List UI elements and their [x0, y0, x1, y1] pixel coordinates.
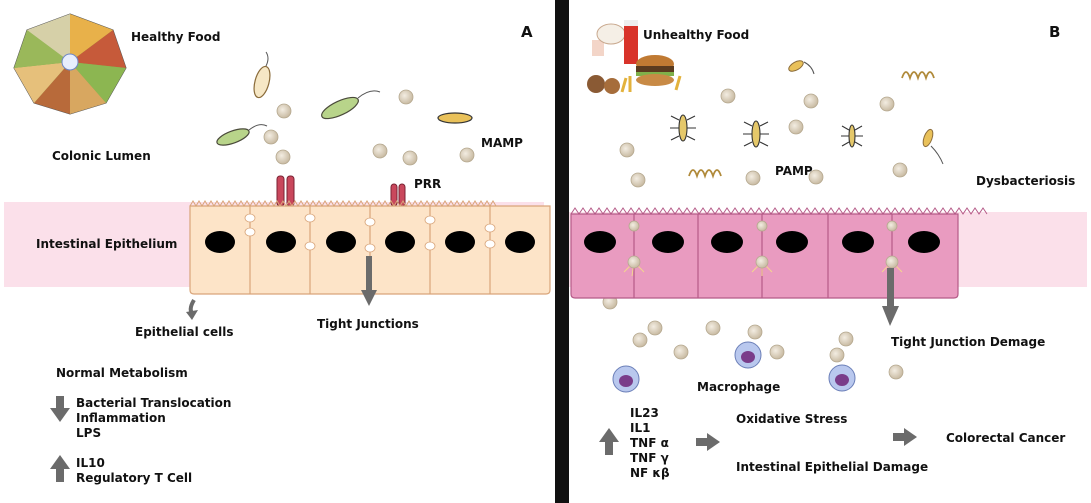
right-arrow-1-icon [696, 433, 720, 451]
mamp-label: MAMP [481, 136, 523, 150]
cytokine-item: IL23 [630, 406, 659, 420]
macrophage-label: Macrophage [697, 380, 781, 394]
bacterium-2 [216, 124, 268, 146]
increased-list: IL10 Regulatory T Cell [76, 456, 192, 486]
pathogen-spiral [688, 71, 935, 179]
panel-divider [555, 0, 569, 503]
bacterium-4 [437, 112, 473, 124]
epithelial-cells-label: Epithelial cells [135, 325, 234, 339]
tight-junctions-label: Tight Junctions [317, 317, 419, 331]
panel-a-letter: A [521, 23, 533, 41]
up-arrow-icon [50, 455, 70, 482]
colonic-lumen-label: Colonic Lumen [52, 149, 151, 163]
epithelial-damage-label: Intestinal Epithelial Damage [736, 460, 929, 474]
cytokine-list: IL23 IL1 TNF α TNF γ NF κβ [630, 406, 670, 481]
macrophage-cells [612, 341, 856, 393]
normal-metabolism-label: Normal Metabolism [56, 366, 188, 380]
unhealthy-food-label: Unhealthy Food [643, 28, 750, 42]
tight-junction-arrow [361, 256, 377, 306]
epithelial-cells-arrow [186, 298, 198, 320]
increased-item: IL10 [76, 456, 105, 470]
right-arrow-2-icon [893, 428, 917, 446]
colorectal-cancer-label: Colorectal Cancer [946, 431, 1066, 445]
tight-junction-dots [244, 213, 496, 253]
prr-label: PRR [414, 177, 442, 191]
decreased-item: LPS [76, 426, 102, 440]
pamp-label: PAMP [775, 164, 813, 178]
healthy-epithelial-cells [189, 200, 551, 295]
mamp-particles [263, 89, 475, 166]
cytokine-item: IL1 [630, 421, 651, 435]
cytokine-item: NF κβ [630, 466, 670, 480]
prr-receptor-2 [390, 183, 406, 207]
dysbacteriosis-label: Dysbacteriosis [976, 174, 1076, 188]
pathogen-spiky [670, 114, 863, 148]
bacterium-3 [321, 90, 381, 120]
down-arrow-icon [50, 396, 70, 422]
decreased-item: Bacterial Translocation [76, 396, 232, 410]
panel-a [4, 13, 551, 482]
damaged-epithelial-cells [570, 207, 988, 299]
cytokine-up-arrow-icon [599, 428, 619, 455]
pathogen-flagellated [788, 60, 944, 165]
unhealthy-food-image [587, 20, 682, 94]
decreased-item: Inflammation [76, 411, 166, 425]
tight-junction-damage-arrow [882, 268, 899, 326]
decreased-list: Bacterial Translocation Inflammation LPS [76, 396, 231, 441]
intestinal-epithelium-label: Intestinal Epithelium [36, 237, 178, 251]
tight-junction-damage-label: Tight Junction Demage [891, 335, 1046, 349]
cytokine-item: TNF γ [630, 451, 669, 465]
healthy-food-image [13, 13, 127, 115]
panel-b [569, 20, 1087, 455]
oxidative-stress-label: Oxidative Stress [736, 412, 848, 426]
increased-item: Regulatory T Cell [76, 471, 193, 485]
pamp-particles [602, 88, 908, 380]
cytokine-item: TNF α [630, 436, 669, 450]
prr-receptor-1 [276, 175, 295, 207]
healthy-food-label: Healthy Food [131, 30, 221, 44]
panel-b-letter: B [1049, 23, 1061, 41]
bacterium-1 [253, 51, 271, 99]
